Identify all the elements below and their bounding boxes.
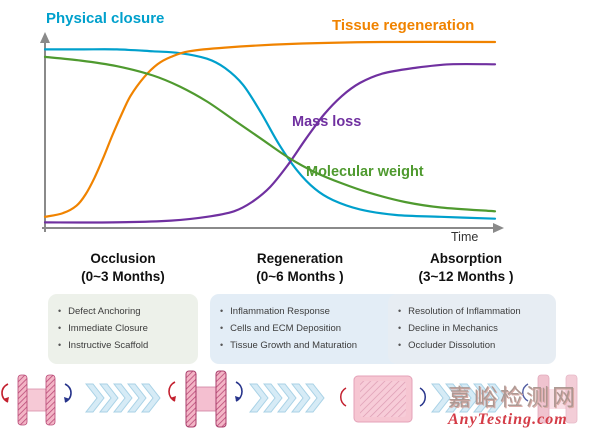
axes — [42, 40, 496, 232]
red-flow-arrowhead-icon — [170, 396, 176, 401]
curves-chart — [40, 32, 504, 233]
occluder-waist — [195, 386, 217, 412]
list-item: • Inflammation Response — [220, 305, 396, 319]
tissue-regeneration-label: Tissue regeneration — [332, 17, 475, 34]
phase-absorption-title: Absorption (3~12 Months ) — [388, 250, 544, 285]
progress-chevrons-icon — [84, 383, 161, 413]
bullet-icon: • — [220, 339, 224, 350]
list-item: • Instructive Scaffold — [58, 339, 190, 353]
occluder-anchored-icon — [168, 370, 243, 428]
molecular-weight-label: Molecular weight — [306, 164, 424, 180]
bullet-icon: • — [58, 322, 62, 333]
bullet-icon: • — [220, 322, 224, 333]
bullet-icon: • — [398, 322, 402, 333]
red-flow-arrowhead-icon — [3, 397, 9, 402]
phase-occlusion-box: • Defect Anchoring • Immediate Closure • In… — [48, 294, 198, 365]
phase-item-text: Cells and ECM Deposition — [230, 322, 342, 334]
y-axis-arrow-icon — [40, 32, 50, 43]
physical-closure-label: Physical closure — [46, 10, 165, 27]
curve-physical-closure — [43, 48, 497, 220]
bullet-icon: • — [220, 306, 224, 317]
phase-item-text: Instructive Scaffold — [68, 339, 149, 351]
bullet-icon: • — [58, 339, 62, 350]
occluder-deployed-icon — [1, 374, 72, 426]
curve-molecular-weight — [43, 55, 497, 213]
occluder-degrading-icon — [340, 375, 426, 423]
occluder-disc-left — [185, 370, 197, 428]
phase-regeneration-box: • Inflammation Response • Cells and ECM De… — [210, 294, 404, 365]
phase-regeneration-title: Regeneration (0~6 Months ) — [210, 250, 390, 285]
phase-item-text: Decline in Mechanics — [408, 322, 498, 334]
phase-item-text: Immediate Closure — [68, 322, 148, 334]
list-item: • Defect Anchoring — [58, 305, 190, 319]
phase-title-line2: (3~12 Months ) — [418, 268, 514, 284]
progress-chevrons-icon — [248, 383, 325, 413]
blue-flow-arrow-icon — [419, 387, 426, 407]
phase-title-line2: (0~3 Months) — [81, 268, 165, 284]
list-item: • Decline in Mechanics — [398, 322, 548, 336]
occluder-disc-left — [17, 374, 28, 426]
phase-title-line1: Occlusion — [90, 251, 156, 266]
phase-occlusion-title: Occlusion (0~3 Months) — [38, 250, 208, 285]
x-axis-arrow-icon — [493, 223, 504, 233]
list-item: • Occluder Dissolution — [398, 339, 548, 353]
occluder-disc-right — [45, 374, 56, 426]
occluder-waist — [549, 389, 566, 409]
blue-flow-arrowhead-icon — [235, 396, 241, 401]
mass-loss-label: Mass loss — [292, 114, 362, 130]
bullet-icon: • — [398, 339, 402, 350]
occluder-waist — [26, 388, 47, 412]
curve-tissue-regeneration — [43, 40, 497, 218]
list-item: • Immediate Closure — [58, 322, 190, 336]
phase-item-text: Defect Anchoring — [68, 306, 141, 318]
occluder-disc-right — [215, 370, 227, 428]
occluder-disc-left — [537, 374, 550, 424]
curve-lines — [43, 40, 497, 224]
phase-title-line2: (0~6 Months ) — [256, 268, 344, 284]
list-item: • Cells and ECM Deposition — [220, 322, 396, 336]
phase-item-text: Inflammation Response — [230, 306, 330, 318]
blue-flow-arrow-icon — [522, 383, 529, 402]
phase-title-line1: Regeneration — [256, 251, 344, 266]
progress-chevrons-icon — [430, 383, 507, 413]
occluder-stages-illustration — [1, 370, 578, 428]
phase-regeneration: Regeneration (0~6 Months ) • Inflammation… — [210, 250, 404, 365]
occluder-disc-right — [565, 374, 578, 424]
bullet-icon: • — [58, 306, 62, 317]
x-axis-label: Time — [451, 230, 479, 244]
occluder-dissolving-icon — [522, 374, 578, 424]
red-flow-arrow-icon — [340, 387, 347, 407]
occluder-mesh — [360, 381, 406, 417]
phase-absorption-box: • Resolution of Inflammation • Decline in … — [388, 294, 556, 365]
bullet-icon: • — [398, 306, 402, 317]
blue-flow-arrowhead-icon — [64, 397, 70, 402]
phase-title-line1: Absorption — [430, 251, 502, 266]
phase-item-text: Resolution of Inflammation — [408, 306, 521, 318]
phase-item-text: Tissue Growth and Maturation — [230, 339, 358, 351]
list-item: • Resolution of Inflammation — [398, 305, 548, 319]
phase-item-text: Occluder Dissolution — [408, 339, 496, 351]
phase-occlusion: Occlusion (0~3 Months) • Defect Anchoring… — [38, 250, 208, 365]
curve-mass-loss — [43, 62, 497, 224]
phase-absorption: Absorption (3~12 Months ) • Resolution of… — [388, 250, 556, 365]
list-item: • Tissue Growth and Maturation — [220, 339, 396, 353]
